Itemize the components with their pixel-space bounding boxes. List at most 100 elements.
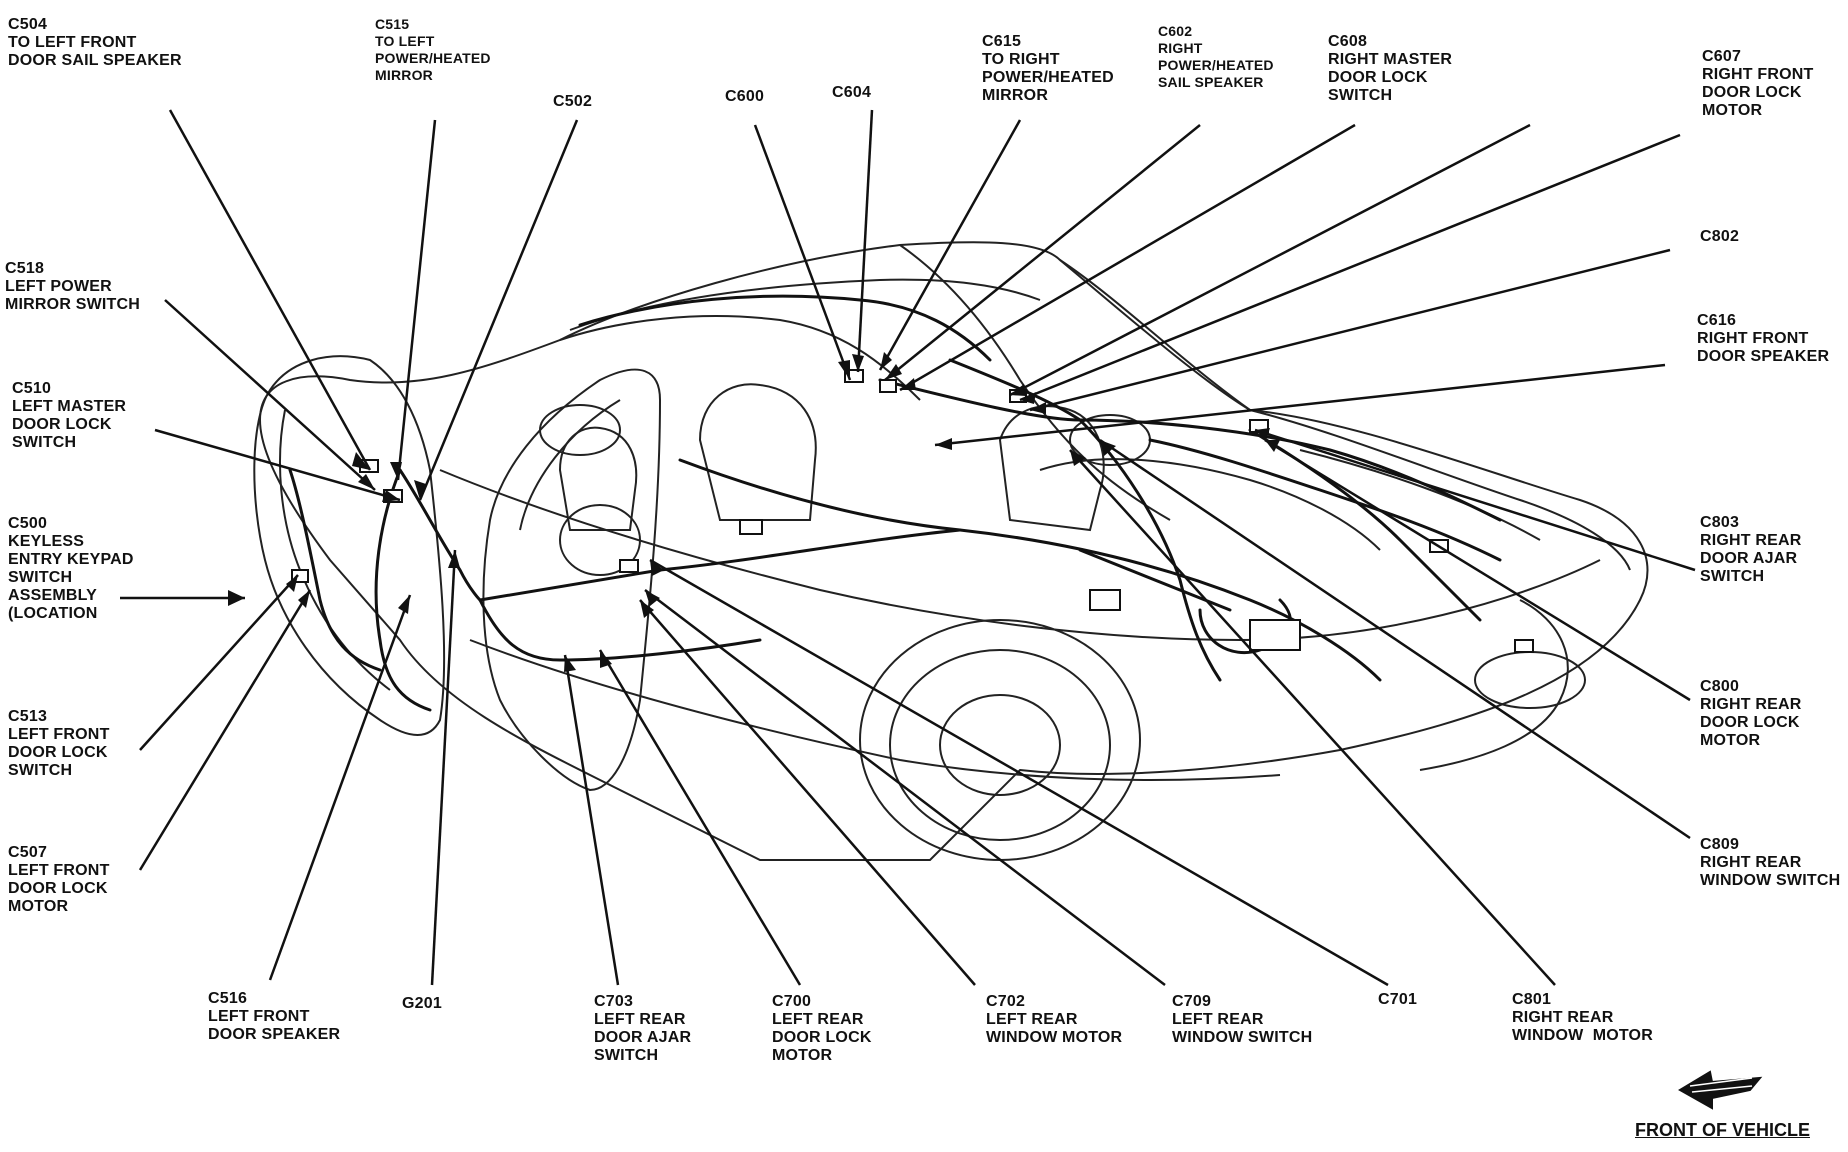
callout-c709-line: C709 (1172, 993, 1212, 1010)
callout-c513-line: DOOR LOCK (8, 744, 108, 761)
callout-c604: C604 (832, 84, 871, 102)
callout-c602-line: SAIL SPEAKER (1158, 74, 1264, 90)
callout-c700-line: DOOR LOCK (772, 1029, 872, 1046)
callout-c600: C600 (725, 88, 764, 106)
callout-c615-line: MIRROR (982, 87, 1049, 104)
callout-c602-line: POWER/HEATED (1158, 57, 1274, 73)
callout-c608-line: C608 (1328, 33, 1368, 50)
callout-c515-line: C515 (375, 16, 410, 32)
callout-c502: C502 (553, 93, 592, 111)
callout-c702-line: WINDOW MOTOR (986, 1029, 1123, 1046)
callout-g201: G201 (402, 995, 442, 1013)
callout-c800-line: C800 (1700, 678, 1740, 695)
callout-c607-line: DOOR LOCK (1702, 84, 1802, 101)
callout-c510-line: LEFT MASTER (12, 398, 127, 415)
callout-c507-line: C507 (8, 844, 48, 861)
callout-c500-line: ASSEMBLY (8, 587, 98, 604)
callout-c513-line: SWITCH (8, 762, 73, 779)
callout-c615-line: C615 (982, 33, 1022, 50)
callout-c703-line: LEFT REAR (594, 1011, 686, 1028)
callout-c700-line: MOTOR (772, 1047, 833, 1064)
callout-c518-line: MIRROR SWITCH (5, 296, 141, 313)
callout-c701-line: C701 (1378, 991, 1418, 1008)
callout-c608-line: SWITCH (1328, 87, 1393, 104)
callout-c800-line: DOOR LOCK (1700, 714, 1800, 731)
callout-c801-line: WINDOW MOTOR (1512, 1027, 1653, 1044)
callout-c518-line: C518 (5, 260, 45, 277)
callout-c700-line: C700 (772, 993, 812, 1010)
callout-c809-line: WINDOW SWITCH (1700, 872, 1841, 889)
car-body-outline (253, 241, 1649, 861)
callout-c500-line: ENTRY KEYPAD (8, 551, 134, 568)
callout-c803-line: DOOR AJAR (1700, 550, 1798, 567)
front-direction-arrow-icon (1678, 1070, 1763, 1110)
callout-c513-line: C513 (8, 708, 48, 725)
callout-c502-line: C502 (553, 93, 593, 110)
callout-c801-line: RIGHT REAR (1512, 1009, 1614, 1026)
callout-c616-line: RIGHT FRONT (1697, 330, 1809, 347)
callout-c504-line: DOOR SAIL SPEAKER (8, 52, 182, 69)
callout-c516-line: DOOR SPEAKER (208, 1026, 341, 1043)
callout-c809-line: RIGHT REAR (1700, 854, 1802, 871)
callout-c701: C701 (1378, 991, 1417, 1009)
callout-g201-line: G201 (402, 995, 442, 1012)
callout-c800-line: MOTOR (1700, 732, 1761, 749)
callout-c616-line: C616 (1697, 312, 1737, 329)
callout-c507-line: LEFT FRONT (8, 862, 110, 879)
callout-c515-line: TO LEFT (375, 33, 435, 49)
callout-c500-line: SWITCH (8, 569, 73, 586)
callout-c607-line: MOTOR (1702, 102, 1763, 119)
callout-c709-line: LEFT REAR (1172, 1011, 1264, 1028)
callout-c504-line: TO LEFT FRONT (8, 34, 137, 51)
arrowheads (228, 352, 1280, 672)
callout-c703-line: C703 (594, 993, 634, 1010)
callout-c500-line: C500 (8, 515, 48, 532)
callout-c600-line: C600 (725, 88, 765, 105)
callout-c802: C802 (1700, 228, 1739, 246)
wiring-harness (288, 294, 1502, 712)
callout-c500-line: KEYLESS (8, 533, 85, 550)
callout-c507-line: MOTOR (8, 898, 69, 915)
callout-c602-line: RIGHT (1158, 40, 1203, 56)
callout-c615-line: TO RIGHT (982, 51, 1060, 68)
callout-c703-line: DOOR AJAR (594, 1029, 692, 1046)
callout-c504-line: C504 (8, 16, 48, 33)
callout-c602-line: C602 (1158, 23, 1193, 39)
callout-c803-line: SWITCH (1700, 568, 1765, 585)
callout-c803-line: C803 (1700, 514, 1740, 531)
callout-c607-line: C607 (1702, 48, 1742, 65)
callout-c507-line: DOOR LOCK (8, 880, 108, 897)
front-of-vehicle-label: FRONT OF VEHICLE (1635, 1120, 1810, 1140)
callout-c515-line: POWER/HEATED (375, 50, 491, 66)
callout-c516-line: LEFT FRONT (208, 1008, 310, 1025)
callout-c709-line: WINDOW SWITCH (1172, 1029, 1313, 1046)
callout-c604-line: C604 (832, 84, 872, 101)
callout-c802-line: C802 (1700, 228, 1740, 245)
callout-c703-line: SWITCH (594, 1047, 659, 1064)
leader-lines (120, 109, 1696, 987)
callout-c801-line: C801 (1512, 991, 1552, 1008)
callout-c800-line: RIGHT REAR (1700, 696, 1802, 713)
callout-c607-line: RIGHT FRONT (1702, 66, 1814, 83)
callout-c608-line: DOOR LOCK (1328, 69, 1428, 86)
callout-c700-line: LEFT REAR (772, 1011, 864, 1028)
